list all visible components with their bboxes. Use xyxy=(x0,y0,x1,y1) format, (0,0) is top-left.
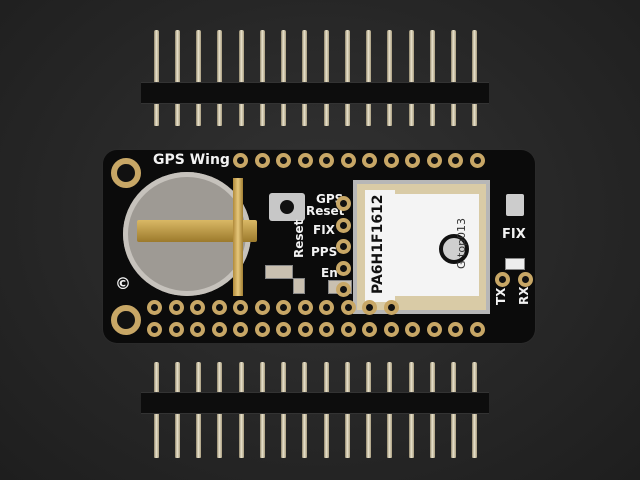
through-hole-pad xyxy=(319,322,334,337)
through-hole-pad xyxy=(211,300,227,315)
through-hole-pad xyxy=(336,239,351,254)
through-hole-pad xyxy=(297,153,313,168)
through-hole-pad xyxy=(319,300,334,315)
through-hole-pad xyxy=(405,153,420,168)
bottom-pin-header xyxy=(141,362,489,458)
header-pin xyxy=(451,30,457,126)
battery-clip-tab xyxy=(233,178,243,296)
header-pin xyxy=(366,30,372,126)
through-hole-pad xyxy=(211,322,227,337)
rx-label: RX xyxy=(517,286,531,306)
mounting-hole xyxy=(111,305,141,335)
header-pin xyxy=(302,30,308,126)
through-hole-pad xyxy=(383,300,399,315)
header-pin xyxy=(238,30,244,126)
tx-label: TX xyxy=(494,287,508,305)
smd-component xyxy=(265,265,293,279)
pps-pin-label: PPS xyxy=(311,245,338,259)
through-hole-pad xyxy=(340,300,356,315)
through-hole-pad xyxy=(362,153,377,168)
through-hole-pad xyxy=(297,322,313,337)
gps-reset-label: Reset xyxy=(306,204,345,218)
through-hole-pad xyxy=(336,217,351,233)
header-pin xyxy=(217,30,223,126)
antenna-sticker: G top013 xyxy=(395,194,479,296)
through-hole-pad xyxy=(362,300,377,315)
gps-part-label: PA6H1F1612 xyxy=(365,190,395,302)
through-hole-pad xyxy=(426,153,442,168)
smd-component xyxy=(293,278,305,294)
through-hole-pad xyxy=(336,260,351,276)
header-housing xyxy=(141,82,489,104)
gps-module: PA6H1F1612 G top013 xyxy=(353,180,490,314)
through-hole-pad xyxy=(336,196,351,211)
fix-led xyxy=(505,258,525,270)
antenna-feed xyxy=(439,234,469,264)
through-hole-pad xyxy=(448,322,463,337)
header-pin xyxy=(153,30,159,126)
rx-pad xyxy=(518,272,533,287)
through-hole-pad xyxy=(383,153,399,168)
through-hole-pad xyxy=(276,300,291,315)
header-pin xyxy=(174,30,180,126)
through-hole-pad xyxy=(469,322,485,337)
mounting-hole xyxy=(111,158,141,188)
through-hole-pad xyxy=(254,153,270,168)
through-hole-pad xyxy=(147,322,162,337)
through-hole-pad xyxy=(426,322,442,337)
through-hole-pad xyxy=(190,300,205,315)
through-hole-pad xyxy=(233,300,248,315)
through-hole-pad xyxy=(168,300,184,315)
through-hole-pad xyxy=(297,300,313,315)
fix-led-label: FIX xyxy=(502,227,526,242)
through-hole-pad xyxy=(383,322,399,337)
tx-pad xyxy=(495,272,510,287)
through-hole-pad xyxy=(147,300,162,315)
header-pin xyxy=(344,30,350,126)
reset-label: Reset xyxy=(292,219,306,258)
through-hole-pad xyxy=(233,322,248,337)
gps-featherwing-board: GPS Wing © Reset GPS Reset FIX PPS En PA… xyxy=(103,150,535,343)
through-hole-pad xyxy=(233,153,248,168)
through-hole-pad xyxy=(254,322,270,337)
header-pin xyxy=(472,30,478,126)
reset-button[interactable] xyxy=(269,193,305,221)
through-hole-pad xyxy=(448,153,463,168)
through-hole-pad xyxy=(319,153,334,168)
through-hole-pad xyxy=(254,300,270,315)
en-pin-label: En xyxy=(321,266,338,280)
through-hole-pad xyxy=(340,322,356,337)
through-hole-pad xyxy=(340,153,356,168)
through-hole-pad xyxy=(469,153,485,168)
ufl-antenna-connector xyxy=(506,194,524,216)
through-hole-pad xyxy=(336,282,351,297)
header-housing xyxy=(141,392,489,414)
header-pin xyxy=(196,30,202,126)
top-pin-header xyxy=(141,30,489,126)
header-pin xyxy=(281,30,287,126)
battery-clip xyxy=(137,220,257,242)
antenna-text: G top013 xyxy=(455,217,468,269)
through-hole-pad xyxy=(362,322,377,337)
button-cap xyxy=(280,200,294,214)
copyright-mark: © xyxy=(115,274,131,293)
through-hole-pad xyxy=(405,322,420,337)
header-pin xyxy=(259,30,265,126)
through-hole-pad xyxy=(276,322,291,337)
through-hole-pad xyxy=(190,322,205,337)
header-pin xyxy=(323,30,329,126)
board-title: GPS Wing xyxy=(153,152,230,168)
header-pin xyxy=(408,30,414,126)
gps-part-number: PA6H1F1612 xyxy=(370,194,386,294)
through-hole-pad xyxy=(168,322,184,337)
through-hole-pad xyxy=(276,153,291,168)
header-pin xyxy=(429,30,435,126)
fix-pin-label: FIX xyxy=(313,223,335,237)
header-pin xyxy=(387,30,393,126)
